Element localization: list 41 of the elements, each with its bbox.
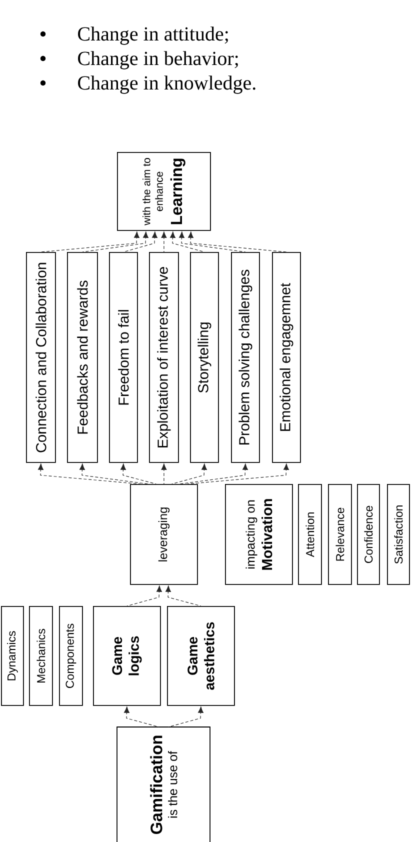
list-item: Change in knowledge. [78, 76, 256, 94]
arrow [124, 706, 160, 728]
concept-box: Satisfaction [387, 484, 410, 585]
concept-box: Emotional engagemnet [272, 252, 301, 463]
list-item: Change in behavior; [78, 51, 238, 70]
arrow [171, 464, 207, 484]
arrow [165, 586, 202, 606]
concept-box: Game aesthetics [167, 606, 235, 706]
arrow [188, 232, 287, 252]
arrow [170, 232, 205, 252]
arrow [178, 232, 246, 252]
arrow [126, 586, 162, 606]
arrow [79, 464, 149, 484]
concept-box: Gamification is the use of [116, 726, 210, 842]
concept-box: Problem solving challenges [231, 252, 260, 463]
concept-box: impacting on Motivation [225, 484, 293, 585]
concept-box: Game logics [93, 606, 161, 706]
concept-box: Feedbacks and rewards [67, 252, 98, 463]
concept-box: Attention [298, 484, 322, 585]
concept-box: Relevance [328, 484, 352, 585]
concept-box: Storytelling [190, 252, 219, 463]
concept-box: with the aim to enhance Learning [117, 152, 211, 231]
arrow [123, 232, 158, 252]
arrow [168, 706, 204, 728]
arrow [161, 232, 167, 252]
concept-box: Confidence [357, 484, 380, 585]
concept-box: Dynamics [1, 606, 24, 706]
concept-box: Mechanics [29, 606, 53, 706]
arrow [82, 232, 148, 252]
concept-box: leveraging [130, 484, 198, 585]
arrow [40, 232, 140, 252]
arrow [179, 464, 248, 484]
arrow [161, 464, 167, 484]
concept-box: Connection and Collaboration [26, 252, 56, 463]
arrow [38, 464, 141, 484]
arrow [120, 464, 156, 484]
concept-box: Freedom to fail [109, 252, 138, 463]
concept-box: Components [59, 606, 83, 706]
list-item: Change in attitude; [78, 26, 228, 45]
concept-box: Exploitation of interest curve [149, 252, 179, 463]
arrow [187, 464, 289, 484]
